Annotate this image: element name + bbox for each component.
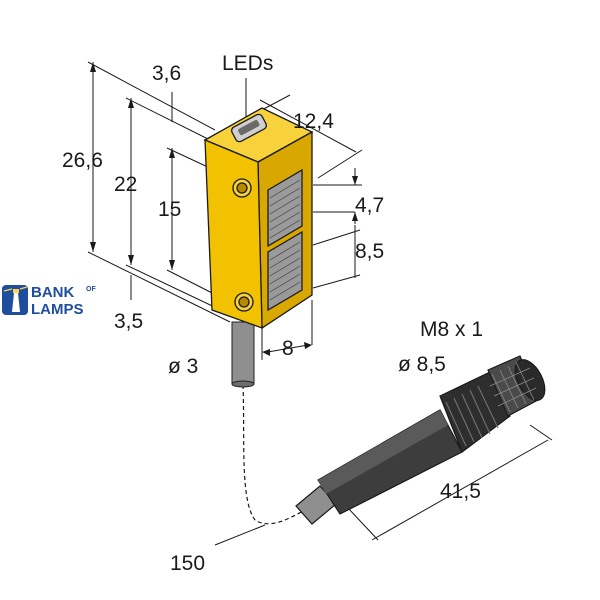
grip-ribs <box>445 385 499 447</box>
logo-lamps: LAMPS <box>31 301 84 318</box>
label-8-5: 8,5 <box>355 240 384 263</box>
label-150: 150 <box>170 552 205 575</box>
logo-of: OF <box>86 286 96 293</box>
sensor-body <box>203 107 314 330</box>
label-4-7: 4,7 <box>355 194 384 217</box>
label-3-6: 3,6 <box>152 62 181 85</box>
bank-of-lamps-logo: BANK OF LAMPS <box>2 284 96 318</box>
label-26-6: 26,6 <box>62 149 103 172</box>
cable-dashed <box>242 384 306 525</box>
dimension-lines <box>87 61 553 546</box>
knurl-pattern <box>489 361 537 413</box>
label-8: 8 <box>282 337 294 360</box>
label-dia-8-5: ø 8,5 <box>398 353 446 376</box>
dimension-arrows <box>90 62 358 356</box>
lens-stripes <box>269 179 301 301</box>
cable-stub <box>231 321 255 388</box>
label-12-4: 12,4 <box>293 110 334 133</box>
label-dia-3: ø 3 <box>168 355 198 378</box>
label-22: 22 <box>114 173 137 196</box>
label-m8: M8 x 1 <box>420 318 483 341</box>
label-15: 15 <box>158 198 181 221</box>
label-3-5: 3,5 <box>114 310 143 333</box>
m8-connector <box>295 355 546 525</box>
lighthouse-icon <box>2 285 28 315</box>
label-41-5: 41,5 <box>440 480 481 503</box>
logo-bank: BANK <box>31 284 74 301</box>
label-leds: LEDs <box>222 52 273 75</box>
